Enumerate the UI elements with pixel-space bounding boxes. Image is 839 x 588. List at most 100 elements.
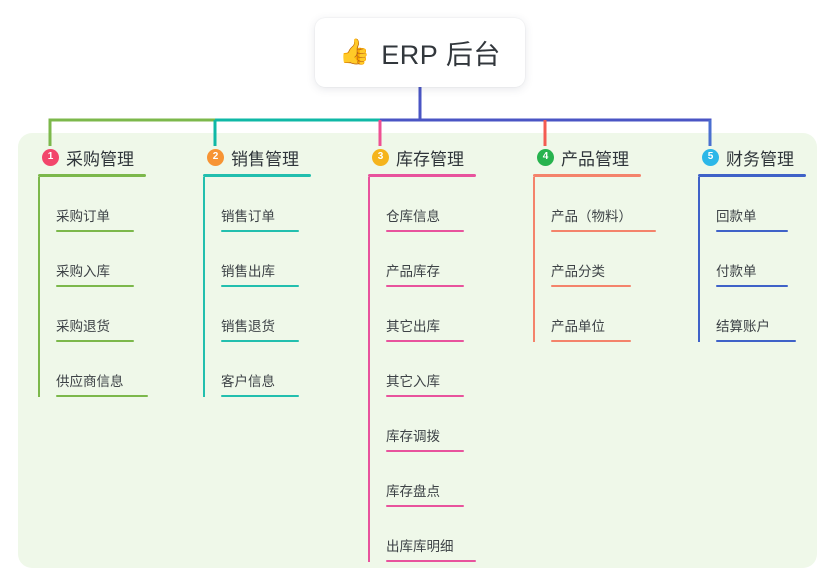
leaf-item[interactable]: 供应商信息 bbox=[38, 342, 148, 397]
leaf-spine bbox=[203, 177, 205, 397]
leaf-item[interactable]: 产品单位 bbox=[533, 287, 656, 342]
leaf-underline bbox=[56, 395, 148, 397]
leaf-item[interactable]: 销售出库 bbox=[203, 232, 311, 287]
leaf-underline bbox=[221, 340, 299, 342]
branch-column-3: 3 库存管理仓库信息产品库存其它出库其它入库库存调拨库存盘点出库库明细 bbox=[368, 145, 476, 562]
leaf-item[interactable]: 客户信息 bbox=[203, 342, 311, 397]
leaf-spine bbox=[698, 177, 700, 342]
leaf-item[interactable]: 库存盘点 bbox=[368, 452, 476, 507]
leaf-list: 销售订单销售出库销售退货客户信息 bbox=[203, 177, 311, 397]
leaf-item[interactable]: 回款单 bbox=[698, 177, 806, 232]
leaf-spine bbox=[368, 177, 370, 562]
branch-header-row: 3 库存管理 bbox=[368, 145, 476, 169]
leaf-item[interactable]: 销售订单 bbox=[203, 177, 311, 232]
leaf-item[interactable]: 采购订单 bbox=[38, 177, 148, 232]
leaf-label: 销售出库 bbox=[221, 264, 275, 279]
leaf-underline bbox=[551, 340, 631, 342]
leaf-label: 供应商信息 bbox=[56, 374, 124, 389]
branch-header-3[interactable]: 3 库存管理 bbox=[368, 145, 476, 177]
leaf-item[interactable]: 仓库信息 bbox=[368, 177, 476, 232]
leaf-item[interactable]: 出库库明细 bbox=[368, 507, 476, 562]
leaf-underline bbox=[221, 230, 299, 232]
leaf-list: 采购订单采购入库采购退货供应商信息 bbox=[38, 177, 148, 397]
leaf-underline bbox=[386, 340, 464, 342]
leaf-label: 采购订单 bbox=[56, 209, 110, 224]
leaf-underline bbox=[716, 340, 796, 342]
leaf-item[interactable]: 其它入库 bbox=[368, 342, 476, 397]
leaf-label: 其它入库 bbox=[386, 374, 440, 389]
leaf-label: 采购入库 bbox=[56, 264, 110, 279]
branch-column-2: 2 销售管理销售订单销售出库销售退货客户信息 bbox=[203, 145, 311, 397]
branch-underline bbox=[698, 174, 806, 177]
leaf-item[interactable]: 付款单 bbox=[698, 232, 806, 287]
leaf-underline bbox=[386, 505, 464, 507]
branch-label: 财务管理 bbox=[726, 149, 794, 169]
branch-label: 库存管理 bbox=[396, 149, 464, 169]
leaf-label: 结算账户 bbox=[716, 319, 770, 334]
thumbs-up-icon: 👍 bbox=[339, 38, 371, 66]
branch-underline bbox=[38, 174, 146, 177]
branch-number-badge: 1 bbox=[42, 148, 59, 166]
leaf-spine bbox=[38, 177, 40, 397]
leaf-underline bbox=[221, 395, 299, 397]
leaf-list: 产品（物料） 产品分类产品单位 bbox=[533, 177, 656, 342]
leaf-label: 采购退货 bbox=[56, 319, 110, 334]
leaf-list: 回款单付款单结算账户 bbox=[698, 177, 806, 342]
leaf-underline bbox=[386, 560, 476, 562]
leaf-underline bbox=[386, 230, 464, 232]
branch-column-1: 1 采购管理采购订单采购入库采购退货供应商信息 bbox=[38, 145, 148, 397]
leaf-item[interactable]: 产品（物料） bbox=[533, 177, 656, 232]
leaf-label: 仓库信息 bbox=[386, 209, 440, 224]
branch-underline bbox=[533, 174, 641, 177]
root-node-content: 👍 ERP 后台 bbox=[339, 33, 501, 72]
leaf-spine bbox=[533, 177, 535, 342]
leaf-label: 产品单位 bbox=[551, 319, 605, 334]
branch-header-1[interactable]: 1 采购管理 bbox=[38, 145, 148, 177]
branch-underline bbox=[368, 174, 476, 177]
leaf-underline bbox=[716, 230, 788, 232]
leaf-item[interactable]: 采购退货 bbox=[38, 287, 148, 342]
branch-number-badge: 2 bbox=[207, 148, 224, 166]
leaf-underline bbox=[56, 285, 134, 287]
leaf-item[interactable]: 采购入库 bbox=[38, 232, 148, 287]
leaf-label: 销售订单 bbox=[221, 209, 275, 224]
leaf-label: 产品分类 bbox=[551, 264, 605, 279]
leaf-underline bbox=[551, 285, 631, 287]
branch-header-2[interactable]: 2 销售管理 bbox=[203, 145, 311, 177]
leaf-label: 其它出库 bbox=[386, 319, 440, 334]
branch-label: 销售管理 bbox=[231, 149, 299, 169]
leaf-underline bbox=[386, 285, 464, 287]
leaf-item[interactable]: 其它出库 bbox=[368, 287, 476, 342]
branch-label: 产品管理 bbox=[561, 149, 629, 169]
branch-underline bbox=[203, 174, 311, 177]
leaf-item[interactable]: 产品库存 bbox=[368, 232, 476, 287]
root-node-title: ERP 后台 bbox=[381, 40, 501, 70]
leaf-underline bbox=[56, 230, 134, 232]
leaf-label: 客户信息 bbox=[221, 374, 275, 389]
leaf-underline bbox=[386, 395, 464, 397]
leaf-underline bbox=[386, 450, 464, 452]
branch-number-badge: 3 bbox=[372, 148, 389, 166]
leaf-item[interactable]: 销售退货 bbox=[203, 287, 311, 342]
leaf-underline bbox=[221, 285, 299, 287]
branch-header-row: 2 销售管理 bbox=[203, 145, 311, 169]
leaf-label: 付款单 bbox=[716, 264, 757, 279]
leaf-item[interactable]: 产品分类 bbox=[533, 232, 656, 287]
leaf-label: 回款单 bbox=[716, 209, 757, 224]
leaf-list: 仓库信息产品库存其它出库其它入库库存调拨库存盘点出库库明细 bbox=[368, 177, 476, 562]
leaf-label: 销售退货 bbox=[221, 319, 275, 334]
root-node[interactable]: 👍 ERP 后台 bbox=[315, 18, 525, 87]
leaf-item[interactable]: 结算账户 bbox=[698, 287, 806, 342]
leaf-label: 库存盘点 bbox=[386, 484, 440, 499]
branch-label: 采购管理 bbox=[66, 149, 134, 169]
leaf-underline bbox=[716, 285, 788, 287]
mindmap-canvas-panel bbox=[18, 133, 817, 568]
leaf-item[interactable]: 库存调拨 bbox=[368, 397, 476, 452]
